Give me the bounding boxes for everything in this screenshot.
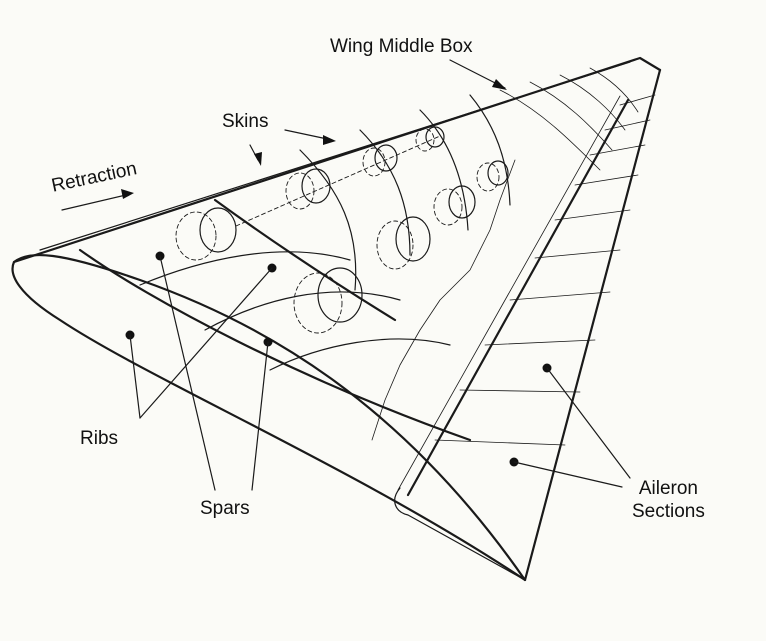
aileron-leader-1	[546, 367, 631, 479]
label-skins: Skins	[222, 111, 269, 132]
label-aileron-line1: Aileron	[638, 478, 699, 499]
label-wing-middle-box: Wing Middle Box	[330, 36, 473, 57]
aileron-hinge-line	[406, 98, 630, 497]
spars-leader-2	[251, 341, 269, 491]
actuator-line	[235, 135, 441, 227]
rear-spar	[213, 198, 397, 322]
ribs-group	[139, 94, 511, 371]
upper-skin-line	[39, 61, 631, 251]
ribs-leader-1	[129, 334, 141, 419]
trailing-edge	[523, 68, 662, 582]
label-ribs: Ribs	[80, 428, 119, 449]
retraction-cylinders	[175, 126, 509, 334]
leading-edge	[12, 56, 662, 264]
label-aileron-sections: Aileron Sections	[632, 478, 705, 524]
spars-leader-1	[159, 255, 216, 491]
aileron-leader-2	[513, 461, 623, 488]
retraction-arrow	[61, 193, 131, 211]
cutaway-edge	[371, 159, 516, 441]
hinge-cylinder	[394, 487, 526, 581]
label-spars: Spars	[200, 498, 250, 519]
ribs-leader-2	[139, 267, 273, 419]
aileron-hinge-line-2	[397, 95, 621, 491]
aileron-section-lines	[434, 94, 656, 446]
label-aileron-line2: Sections	[632, 500, 705, 522]
box-ribs	[499, 67, 639, 171]
root-airfoil	[11, 254, 527, 582]
front-spar	[78, 248, 472, 442]
